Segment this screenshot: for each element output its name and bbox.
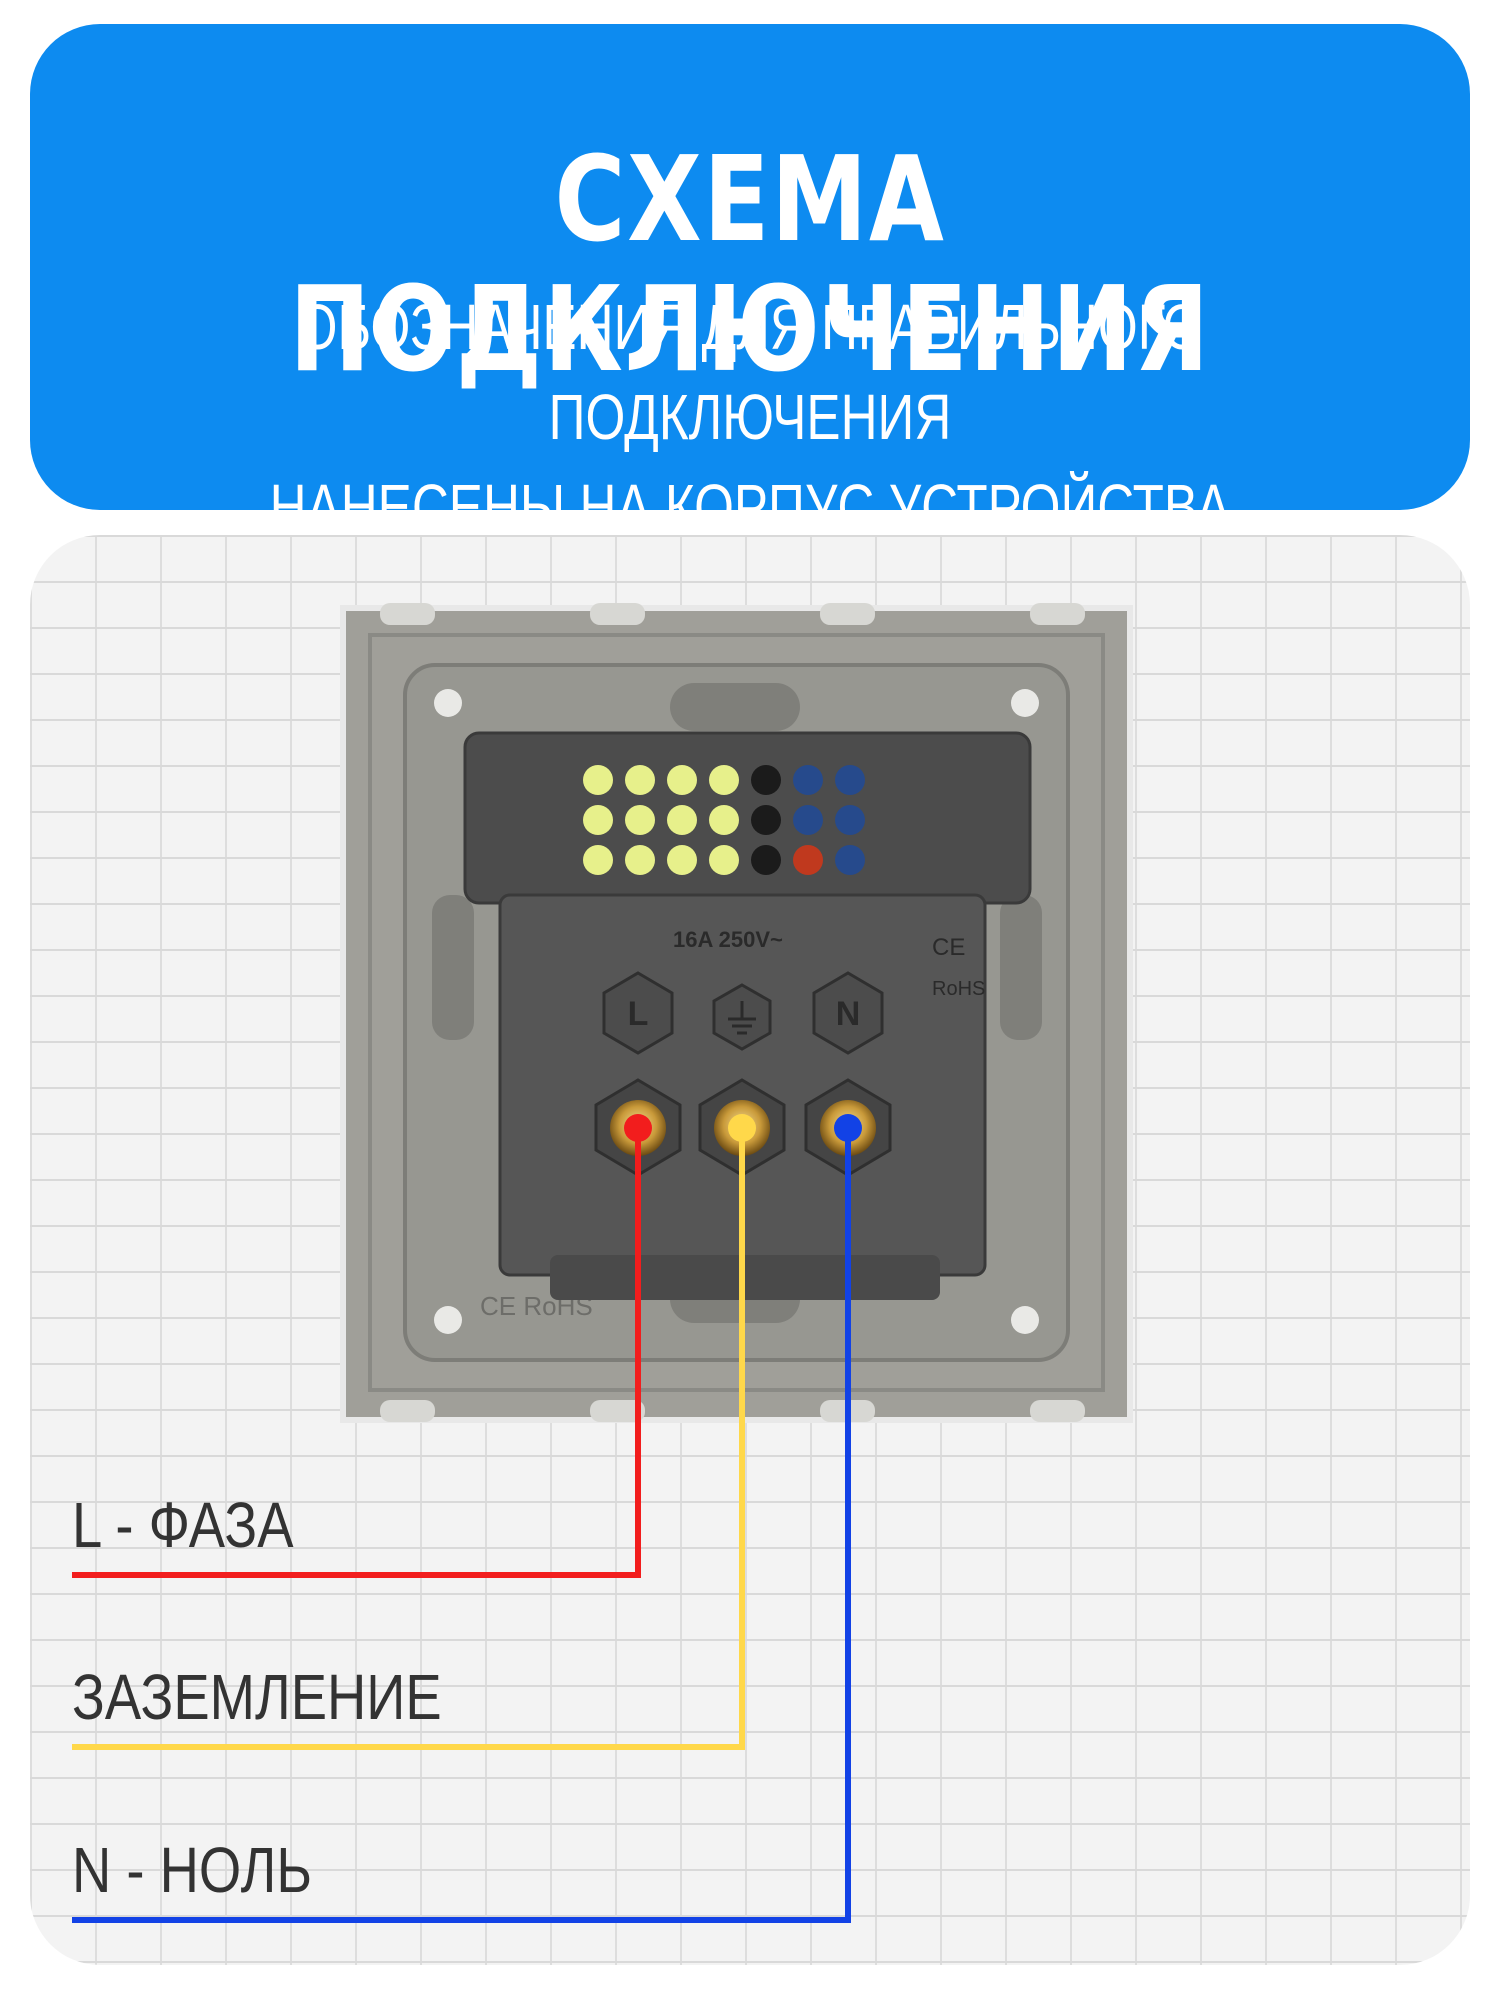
led-indicator [751,765,781,795]
mounting-hole [434,689,462,717]
wiring-diagram: CE RoHS 16A 250V~ CE RoHS L [72,603,1133,1923]
led-indicator [751,805,781,835]
led-indicator [835,845,865,875]
module-cert-rohs: RoHS [932,978,985,1000]
led-indicator [793,765,823,795]
terminal-l-marker [602,971,674,1055]
led-indicator [625,765,655,795]
frame-slot [1030,603,1085,625]
led-indicator [751,845,781,875]
rating-label: 16A 250V~ [673,927,783,952]
wire-label-earth: ЗАЗЕМЛЕНИЕ [72,1661,442,1733]
terminal-n-label: N [836,995,861,1033]
subtitle-line-1: ОБОЗНАЧЕНИЯ ДЛЯ ПРАВИЛЬНОГО ПОДКЛЮЧЕНИЯ [297,291,1203,453]
led-indicator [625,805,655,835]
frame-slot [590,1400,645,1422]
frame-slot [380,603,435,625]
led-indicator [667,765,697,795]
module-cert-ce: CE [932,934,965,961]
brick-wall-panel: CE RoHS 16A 250V~ CE RoHS L [30,535,1470,1965]
wire-l [72,1128,641,1578]
earth-symbol-icon [728,1001,756,1035]
side-clip-right [1000,895,1042,1040]
wire-n [72,1128,851,1923]
wire-label-n: N - НОЛЬ [72,1834,313,1906]
mounting-hole [1011,1306,1039,1334]
wire-earth [72,1128,745,1750]
led-indicator [583,765,613,795]
frame-slot [590,603,645,625]
frame-slot [1030,1400,1085,1422]
frame-inner-border [368,633,1105,1392]
led-indicator [709,845,739,875]
wire-label-l: L - ФАЗА [72,1489,294,1561]
led-indicator [793,845,823,875]
led-indicator [583,845,613,875]
led-indicator [835,765,865,795]
terminal-l-label: L [628,995,649,1033]
page-title: СХЕМА ПОДКЛЮЧЕНИЯ [289,130,1211,398]
side-clip-left [432,895,474,1040]
led-indicator [667,845,697,875]
led-indicator [667,805,697,835]
led-indicator [709,765,739,795]
header-banner: СХЕМА ПОДКЛЮЧЕНИЯ ОБОЗНАЧЕНИЯ ДЛЯ ПРАВИЛ… [30,24,1470,543]
terminal-n-marker [812,971,884,1055]
led-indicator [709,805,739,835]
mounting-hole [1011,689,1039,717]
frame-slot [380,1400,435,1422]
page-subtitle: ОБОЗНАЧЕНИЯ ДЛЯ ПРАВИЛЬНОГО ПОДКЛЮЧЕНИЯ … [174,282,1326,552]
led-indicator [583,805,613,835]
screw-slot-top [670,683,800,731]
led-indicator [793,805,823,835]
mounting-hole [434,1306,462,1334]
socket-module-top [463,731,1032,905]
frame-slot [820,603,875,625]
led-indicator [625,845,655,875]
subtitle-line-2: НАНЕСЕНЫ НА КОРПУС УСТРОЙСТВА [269,471,1231,543]
led-indicator [835,805,865,835]
